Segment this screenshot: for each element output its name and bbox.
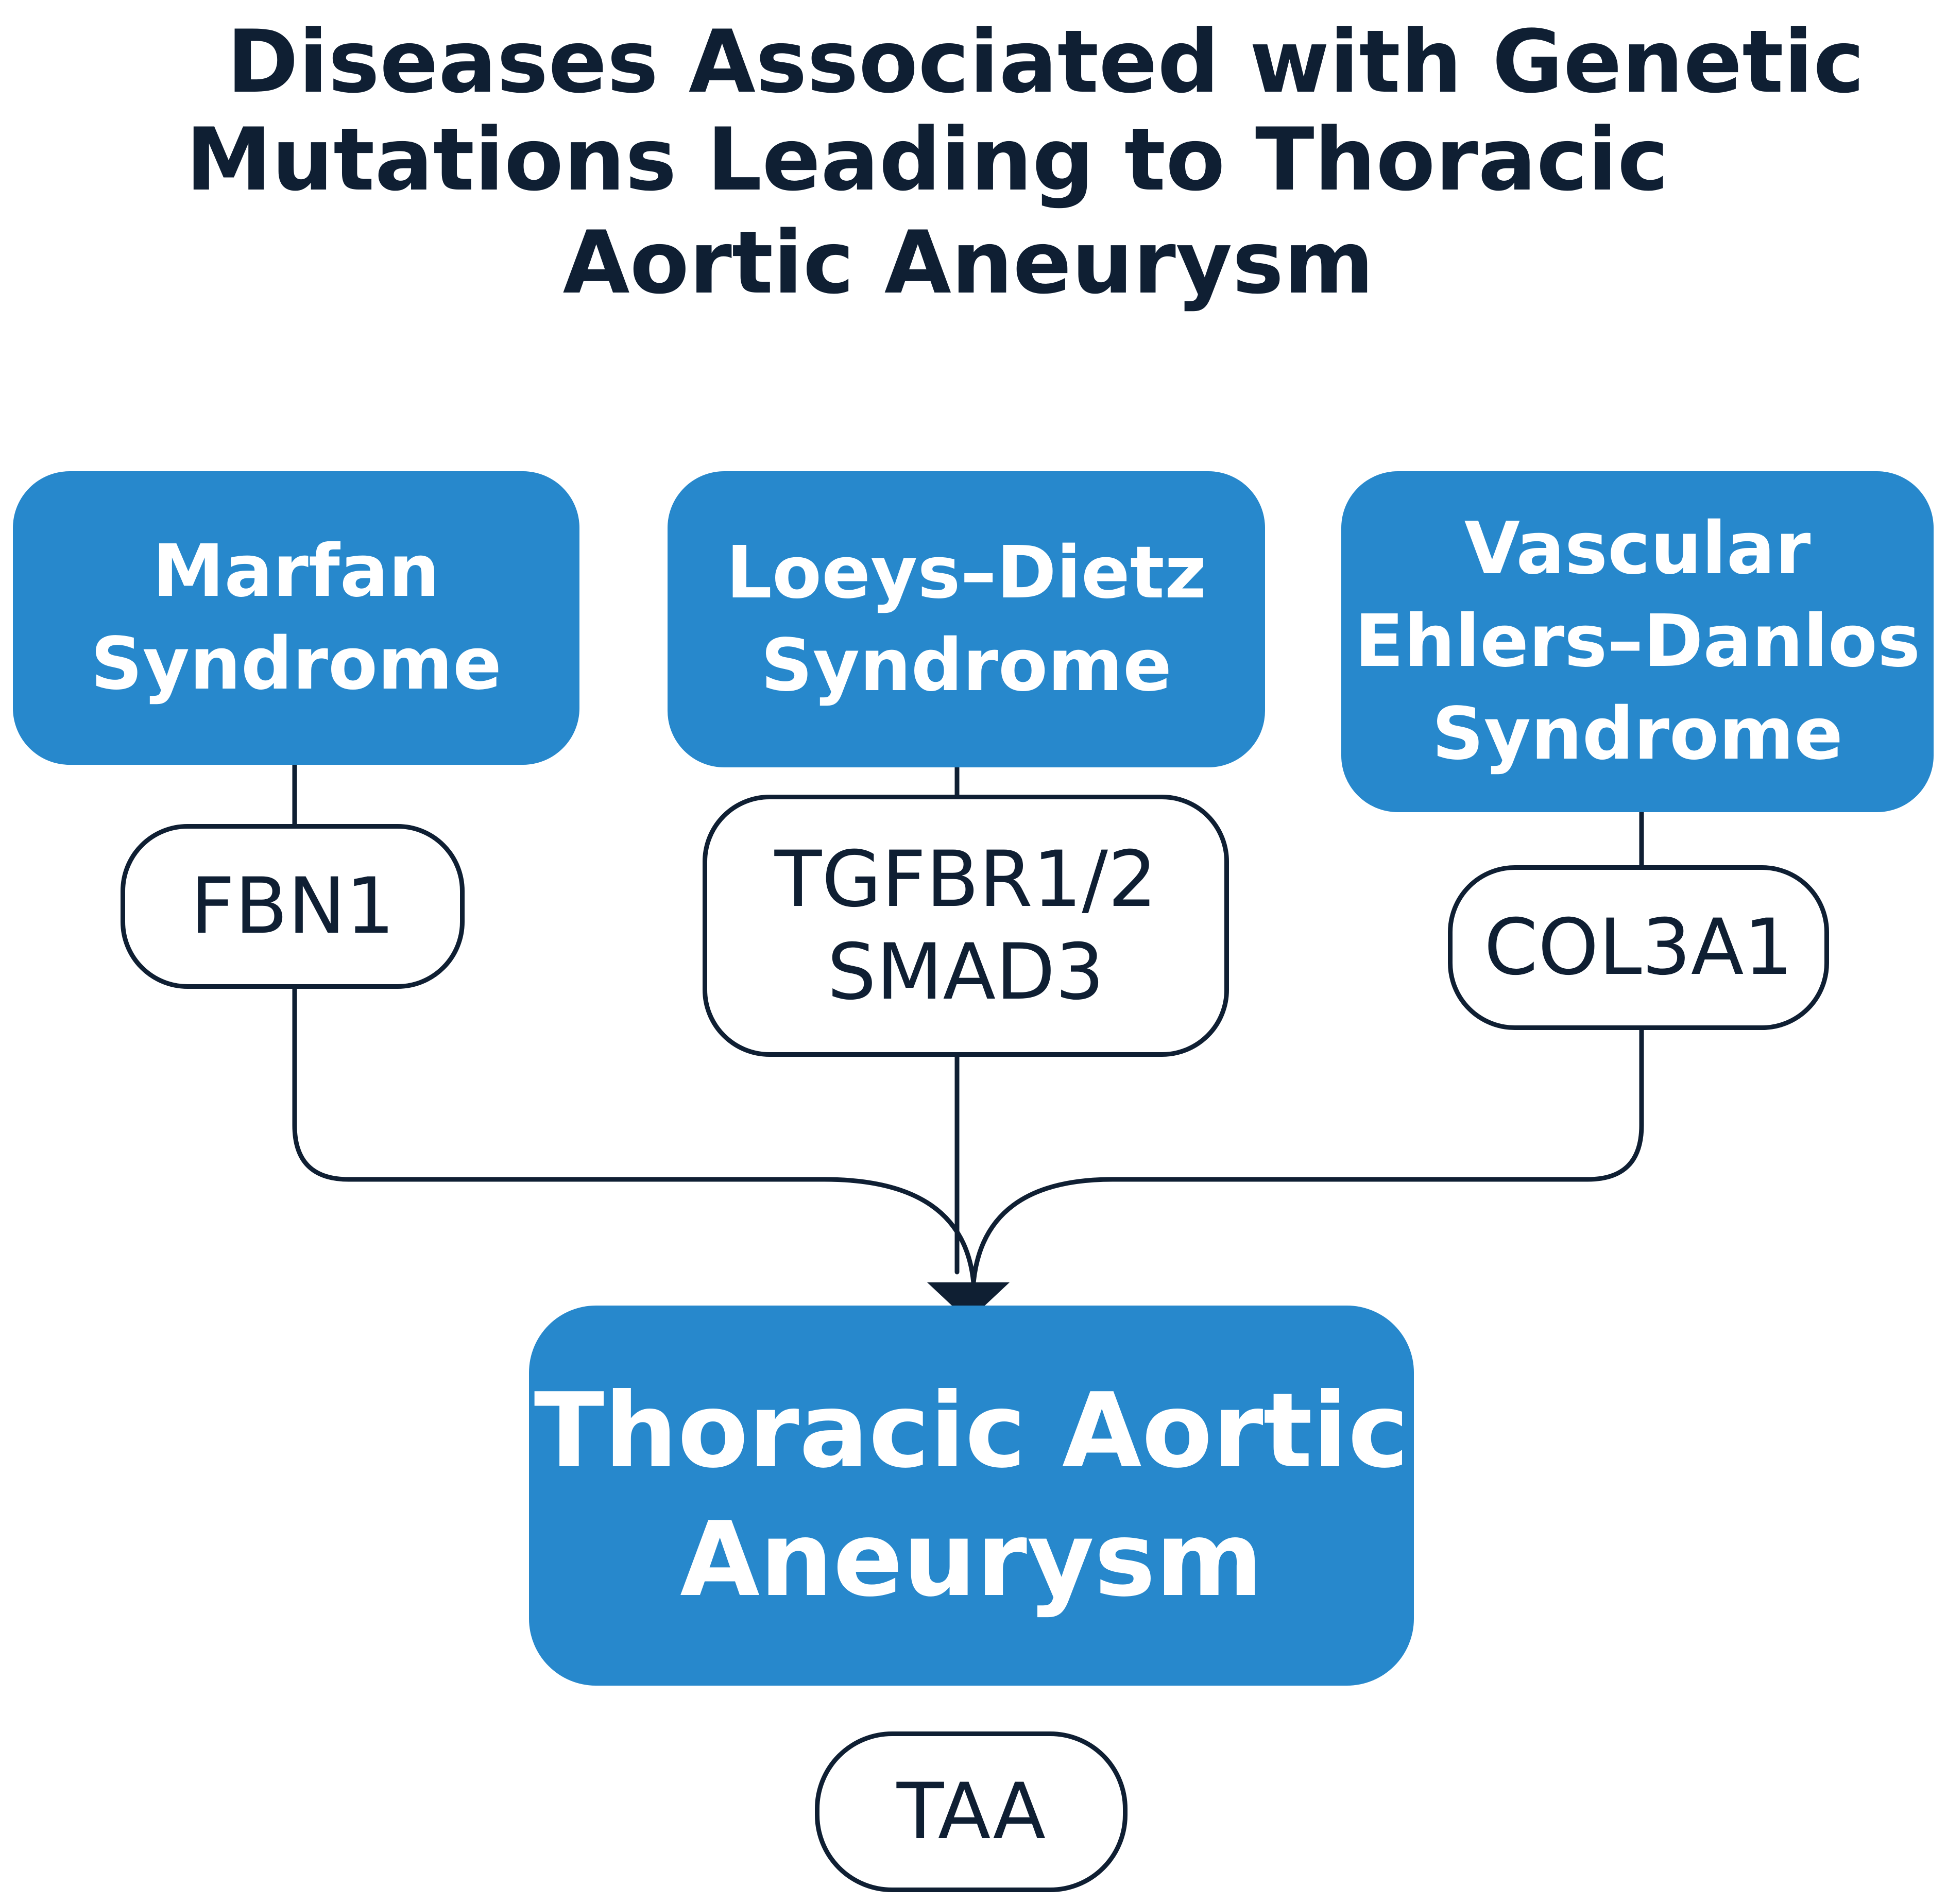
disease-label-line: Loeys–Dietz (726, 530, 1207, 615)
disease-label-line: Syndrome (760, 623, 1172, 708)
gene-label-line: COL3A1 (1484, 903, 1793, 992)
gene-label-line: TGFBR1/2 (774, 834, 1157, 924)
abbreviation-box-taa: TAA (815, 1731, 1128, 1892)
gene-label-line: FBN1 (190, 862, 395, 951)
title-line-1: Diseases Associated with Genetic (227, 11, 1865, 112)
gene-box-fbn1: FBN1 (121, 824, 465, 989)
gene-box-tgfbr-smad3: TGFBR1/2 SMAD3 (703, 795, 1229, 1057)
connector-col3a1-to-taa (971, 1027, 1644, 1285)
outcome-label-line: Aneurysm (680, 1500, 1263, 1620)
disease-label-line: Ehlers–Danlos (1354, 599, 1921, 683)
disease-label-line: Syndrome (90, 622, 502, 706)
title-line-2: Mutations Leading to Thoracic (185, 109, 1669, 210)
title-line-3: Aortic Aneurysm (562, 212, 1374, 313)
disease-label-line: Syndrome (1431, 692, 1843, 776)
disease-box-vascular-ehlers-danlos: Vascular Ehlers–Danlos Syndrome (1341, 471, 1934, 812)
disease-label-line: Vascular (1464, 507, 1811, 591)
gene-label-line: SMAD3 (827, 927, 1105, 1017)
arrowhead-icon (927, 1282, 1010, 1321)
gene-box-col3a1: COL3A1 (1448, 865, 1829, 1030)
disease-label-line: Marfan (152, 529, 440, 613)
outcome-label-line: Thoracic Aortic (534, 1371, 1409, 1491)
disease-box-loeys-dietz: Loeys–Dietz Syndrome (668, 471, 1265, 767)
outcome-box-taa: Thoracic Aortic Aneurysm (529, 1306, 1414, 1686)
disease-box-marfan: Marfan Syndrome (13, 471, 579, 765)
abbreviation-label: TAA (896, 1767, 1046, 1857)
